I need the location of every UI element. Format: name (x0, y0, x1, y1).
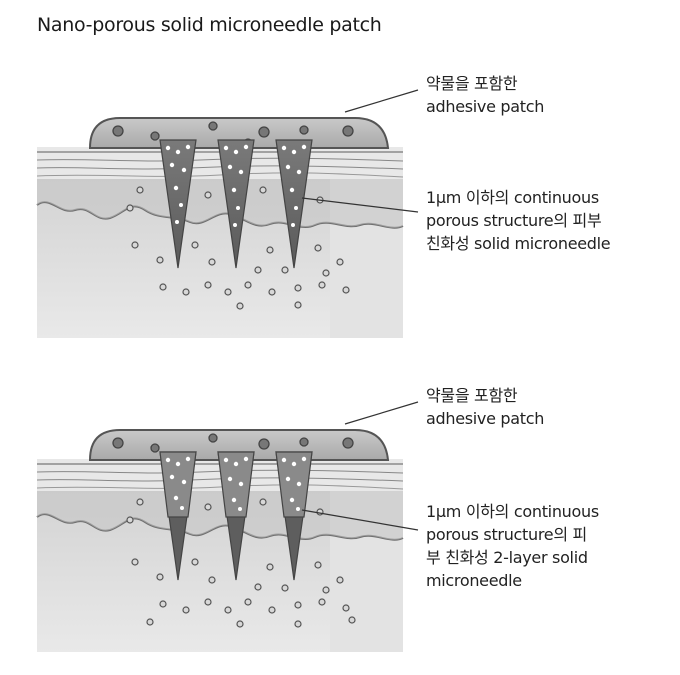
needle-2 (217, 139, 255, 269)
needle-label-line-2: porous structure의 피 (426, 525, 587, 544)
leader-lines (301, 89, 419, 213)
needle-label-line-4: microneedle (426, 571, 522, 590)
patch-label-top: 약물을 포함한 adhesive patch (426, 72, 544, 118)
needle-3 (275, 139, 313, 269)
microneedles-2 (159, 451, 313, 581)
needle-label-top: 1μm 이하의 continuous porous structure의 피부 … (426, 186, 611, 255)
patch-label-bottom: 약물을 포함한 adhesive patch (426, 384, 544, 430)
patch-label-line-1: 약물을 포함한 (426, 74, 518, 93)
needle-label-bottom: 1μm 이하의 continuous porous structure의 피 부… (426, 500, 599, 592)
patch-label-line-2: adhesive patch (426, 97, 545, 116)
patch-label-line-2: adhesive patch (426, 409, 545, 428)
needle-label-line-2: porous structure의 피부 (426, 211, 602, 230)
needle-label-line-1: 1μm 이하의 continuous (426, 188, 599, 207)
needle-label-line-1: 1μm 이하의 continuous (426, 502, 599, 521)
top-diagram (36, 89, 419, 338)
microneedles (159, 139, 313, 269)
needle-label-line-3: 부 친화성 2-layer solid (426, 548, 588, 567)
needle-1 (159, 139, 197, 269)
bottom-diagram (36, 401, 419, 652)
needle-label-line-3: 친화성 solid microneedle (426, 234, 611, 253)
patch-label-line-1: 약물을 포함한 (426, 386, 518, 405)
diagram-title: Nano-porous solid microneedle patch (37, 14, 382, 36)
